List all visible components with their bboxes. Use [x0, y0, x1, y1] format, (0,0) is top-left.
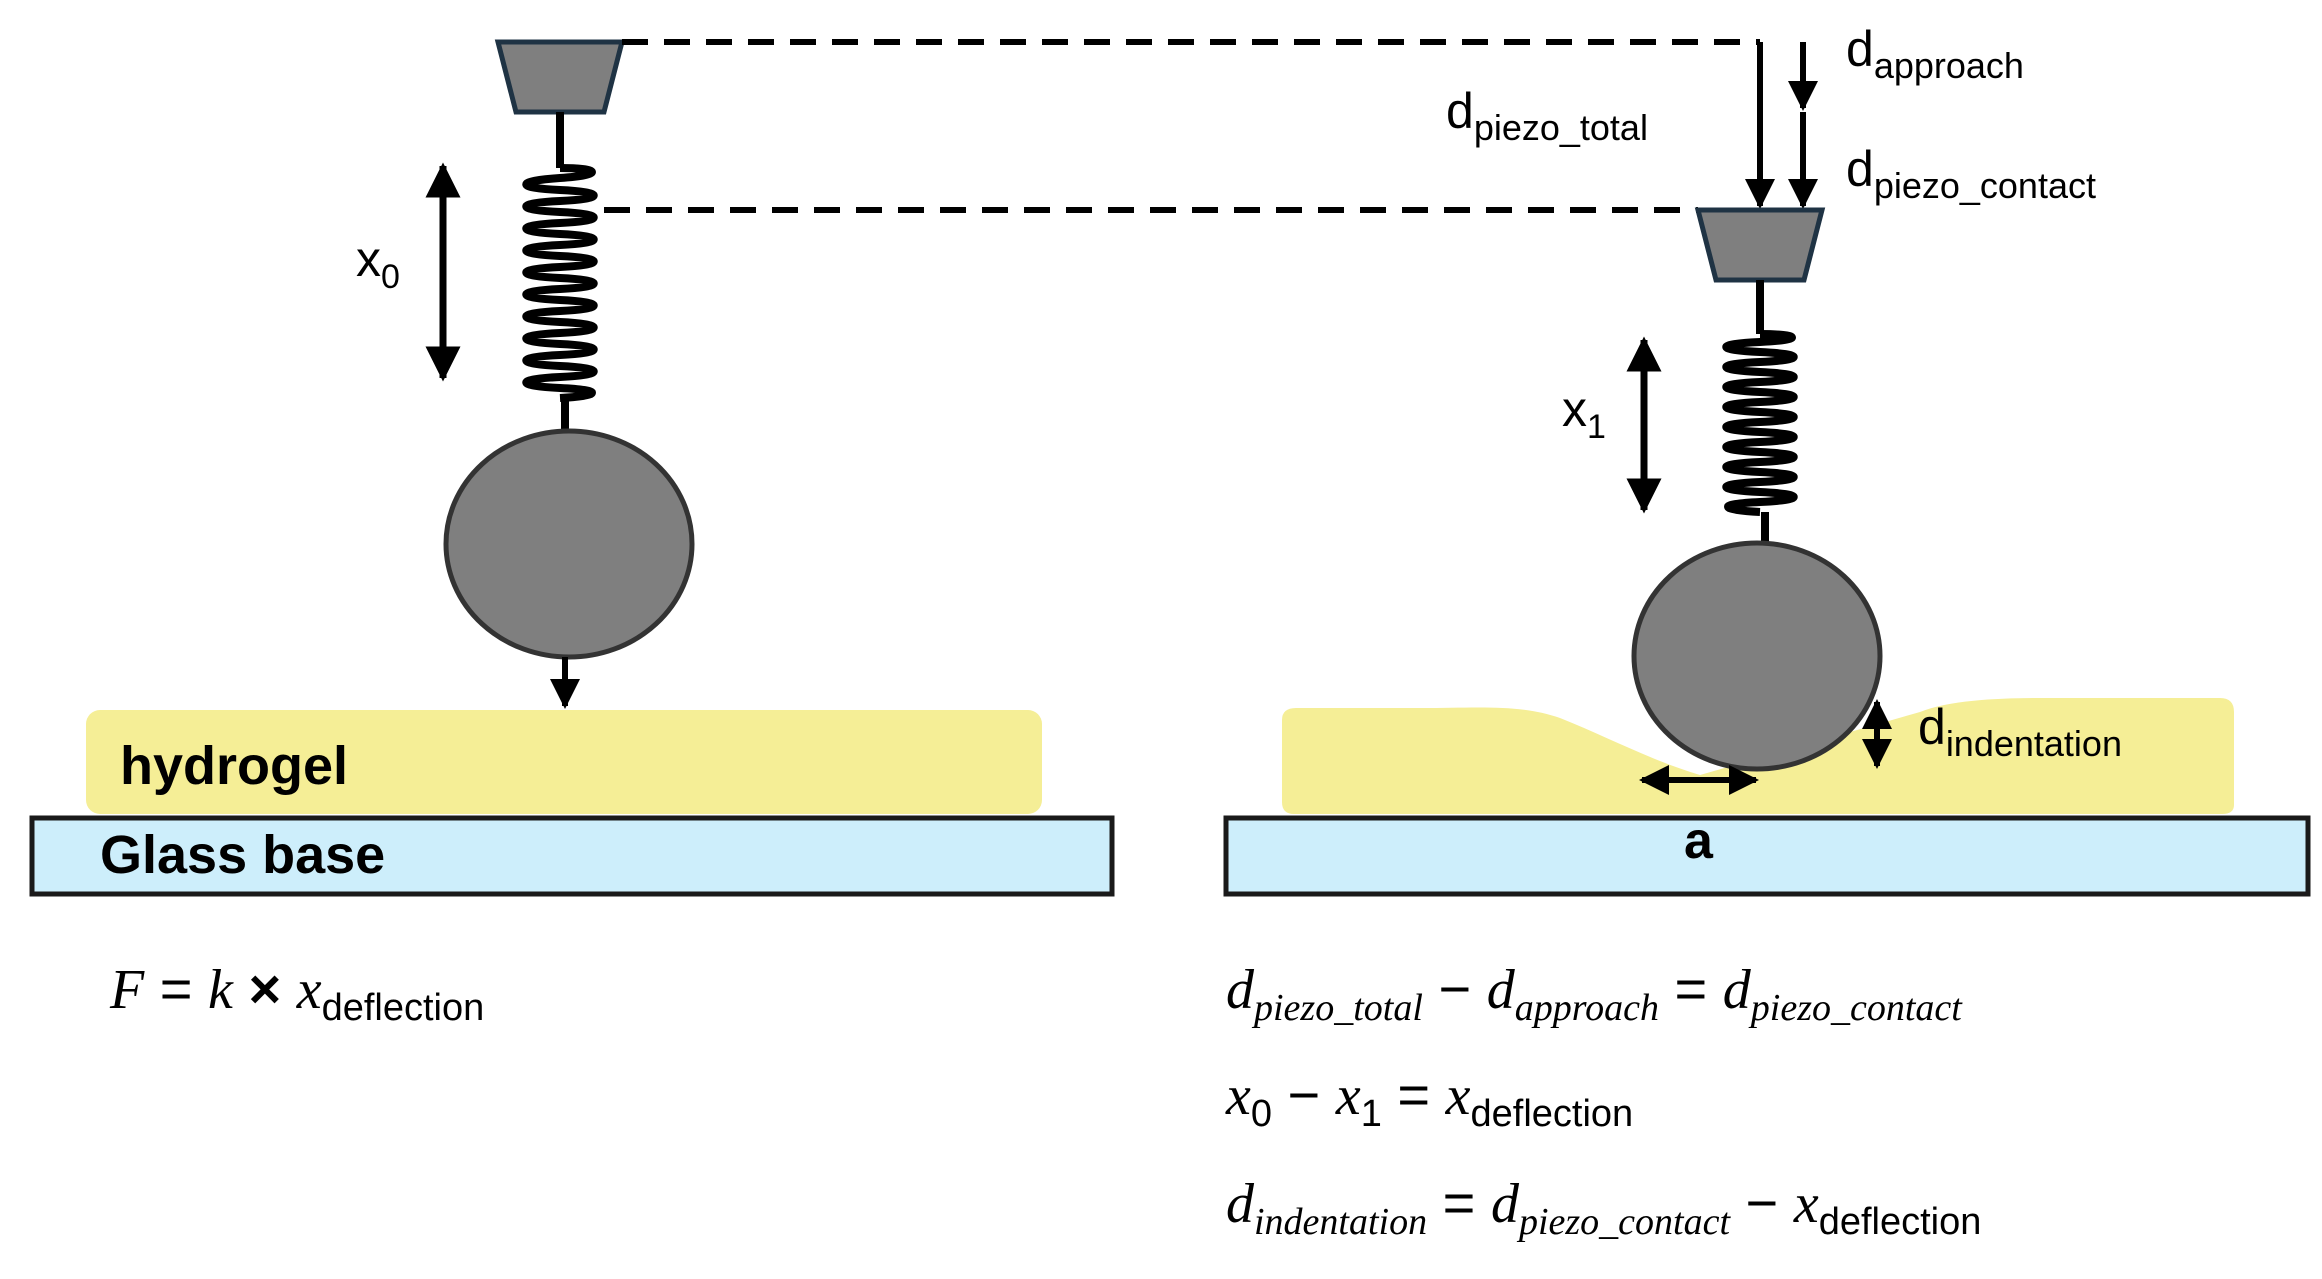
d-piezo-contact-label: dpiezo_contact	[1846, 141, 2096, 206]
indenter-sphere-left	[443, 428, 695, 660]
indenter-sphere-right	[1631, 540, 1883, 772]
hydrogel-left	[86, 710, 1042, 814]
d-approach-label: dapproach	[1846, 21, 2024, 86]
left-scene: Glass base hydrogel x0	[29, 39, 1115, 897]
right-scene: x1 dindentation a	[1223, 207, 2311, 897]
equation-indentation: dindentation = dpiezo_contact − xdeflect…	[1226, 1171, 1981, 1243]
glass-base-left	[29, 815, 1115, 897]
contact-radius-label: a	[1684, 812, 1714, 870]
equation-piezo-contact: dpiezo_total − dapproach = dpiezo_contac…	[1226, 957, 1963, 1029]
d-indentation-label: dindentation	[1918, 699, 2122, 764]
piezo-mount-right	[1694, 207, 1826, 283]
hydrogel-label: hydrogel	[120, 736, 348, 796]
spring-left	[522, 164, 598, 402]
x0-label: x0	[356, 231, 400, 296]
equation-deflection: x0 − x1 = xdeflection	[1225, 1063, 1633, 1135]
x1-label: x1	[1562, 381, 1606, 446]
spring-right	[1722, 330, 1798, 516]
hooke-law-equation: F = k × xdeflection	[109, 957, 484, 1029]
hydrogel-right-indented	[1282, 698, 2234, 814]
piezo-mount-left	[494, 39, 626, 115]
d-piezo-total-label: dpiezo_total	[1446, 83, 1648, 148]
glass-base-label: Glass base	[100, 825, 385, 885]
glass-base-right	[1223, 815, 2311, 897]
